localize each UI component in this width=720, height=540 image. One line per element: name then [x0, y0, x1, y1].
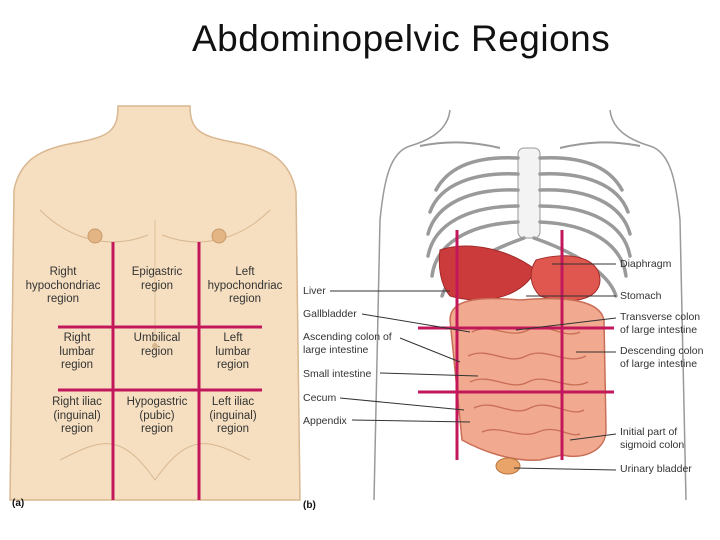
- region-left-hypochondriac: Left hypochondriac region: [207, 266, 283, 305]
- body-outline: [373, 109, 687, 501]
- panel-a-torso-regions: Right hypochondriac region Epigastric re…: [0, 100, 310, 520]
- region-hypogastric: Hypogastric (pubic) region: [126, 396, 188, 435]
- organ-label-stomach: Stomach: [620, 290, 662, 302]
- umbilicus: [152, 343, 158, 349]
- organ-label-cecum: Cecum: [303, 392, 337, 404]
- organ-label-transverse-colon: Transverse colon of large intestine: [620, 311, 701, 336]
- left-nipple: [87, 228, 103, 244]
- clavicle-right: [559, 141, 641, 149]
- organ-label-sigmoid-colon: Initial part of sigmoid colon: [620, 426, 685, 451]
- organ-label-small-intestine: Small intestine: [303, 368, 372, 380]
- region-right-lumbar: Right lumbar region: [59, 332, 95, 371]
- clavicle-left: [419, 141, 501, 149]
- organ-label-ascending-colon: Ascending colon of large intestine: [303, 331, 392, 356]
- organ-label-liver: Liver: [303, 285, 326, 297]
- sternum: [517, 147, 541, 239]
- urinary-bladder: [495, 457, 521, 475]
- organ-label-gallbladder: Gallbladder: [303, 308, 357, 320]
- leader-lines-left: [330, 290, 479, 423]
- page-title: Abdominopelvic Regions: [192, 18, 611, 59]
- stomach: [530, 255, 601, 302]
- panel-a-label: (a): [12, 498, 25, 509]
- region-left-lumbar: Left lumbar region: [215, 332, 251, 371]
- region-epigastric: Epigastric region: [131, 266, 183, 292]
- region-umbilical: Umbilical region: [133, 332, 181, 358]
- region-left-iliac: Left iliac (inguinal) region: [209, 396, 257, 435]
- leader-lines-right: [513, 263, 617, 471]
- organ-label-appendix: Appendix: [303, 415, 347, 427]
- right-nipple: [211, 228, 227, 244]
- organ-label-diaphragm: Diaphragm: [620, 258, 672, 270]
- organ-label-urinary-bladder: Urinary bladder: [620, 463, 692, 475]
- panel-b-label: (b): [303, 500, 316, 511]
- region-right-hypochondriac: Right hypochondriac region: [25, 266, 101, 305]
- organ-label-descending-colon: Descending colon of large intestine: [620, 345, 704, 370]
- large-intestine: [449, 297, 607, 461]
- liver: [438, 245, 537, 301]
- pelvic-contour: [59, 443, 251, 481]
- organs-illustration: [330, 109, 687, 501]
- torso-illustration: [9, 105, 301, 501]
- region-right-iliac: Right iliac (inguinal) region: [52, 396, 102, 435]
- panel-b-organs: Liver Gallbladder Ascending colon of lar…: [300, 100, 720, 520]
